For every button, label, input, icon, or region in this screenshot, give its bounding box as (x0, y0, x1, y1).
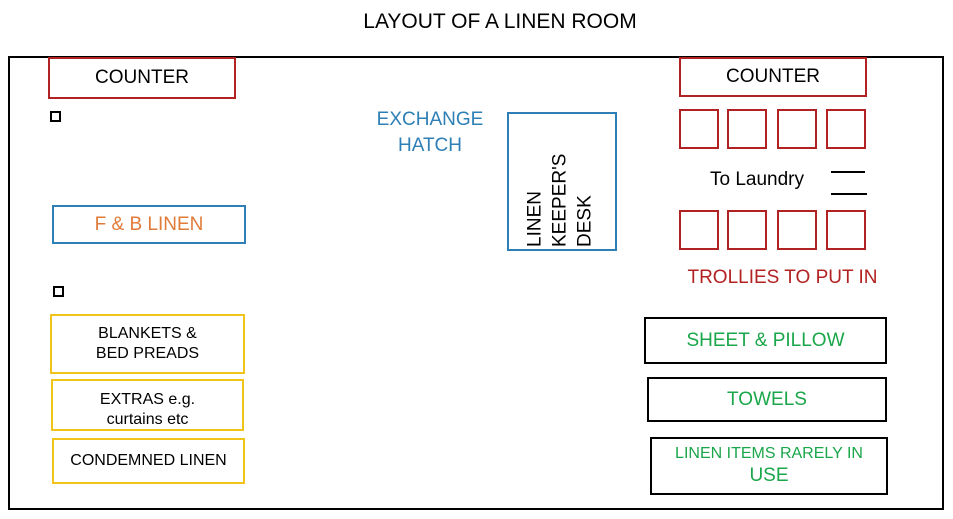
rarely-used-label-line2: USE (749, 465, 789, 486)
blankets-label-line2: BED PREADS (95, 345, 200, 362)
desk-label-line1: LINEN (524, 191, 546, 247)
exchange-hatch-line1: EXCHANGE (376, 109, 484, 130)
trolley-slot (777, 210, 817, 250)
to-laundry-line-lower (831, 193, 867, 195)
rarely-used-linen-box: LINEN ITEMS RARELY IN USE (650, 437, 888, 495)
exchange-hatch-label: EXCHANGE HATCH (360, 107, 500, 159)
right-counter-label: COUNTER (726, 66, 820, 87)
diagram-title: LAYOUT OF A LINEN ROOM (363, 10, 637, 33)
extras-box: EXTRAS e.g. curtains etc (51, 379, 244, 431)
trolley-slot (679, 210, 719, 250)
sheet-pillow-label: SHEET & PILLOW (686, 329, 845, 351)
rarely-used-label-line1: LINEN ITEMS RARELY IN (675, 445, 863, 462)
trollies-label: TROLLIES TO PUT IN (687, 267, 878, 288)
to-laundry-label: To Laundry (710, 169, 805, 190)
left-lower-marker-square (53, 286, 64, 297)
blankets-label-line1: BLANKETS & (98, 325, 197, 342)
towels-label: TOWELS (727, 388, 807, 410)
trolley-slot (727, 109, 767, 149)
trolley-slot (777, 109, 817, 149)
trolley-slot (826, 109, 866, 149)
to-laundry-line-upper (831, 171, 865, 173)
extras-label-line1: EXTRAS e.g. (99, 391, 196, 408)
right-counter: COUNTER (679, 57, 867, 97)
left-counter: COUNTER (48, 57, 236, 99)
linen-keepers-desk (507, 112, 617, 251)
fb-linen-box: F & B LINEN (52, 205, 246, 244)
exchange-hatch-line2: HATCH (397, 135, 463, 156)
condemned-linen-box: CONDEMNED LINEN (52, 438, 245, 484)
blankets-box: BLANKETS & BED PREADS (50, 314, 245, 374)
extras-label-line2: curtains etc (106, 411, 189, 428)
linen-keepers-desk-label: LINEN KEEPER'S DESK (523, 117, 598, 247)
fb-linen-label: F & B LINEN (94, 213, 204, 235)
trolley-slot (826, 210, 866, 250)
trolley-slot (727, 210, 767, 250)
linen-room-outline (8, 56, 944, 510)
trolley-slot (679, 109, 719, 149)
left-upper-marker-square (50, 111, 61, 122)
desk-label-line3: DESK (574, 195, 596, 247)
desk-label-line2: KEEPER'S (549, 153, 571, 247)
towels-box: TOWELS (647, 377, 887, 422)
condemned-linen-label: CONDEMNED LINEN (70, 452, 227, 469)
sheet-pillow-box: SHEET & PILLOW (644, 317, 887, 364)
left-counter-label: COUNTER (95, 67, 189, 88)
